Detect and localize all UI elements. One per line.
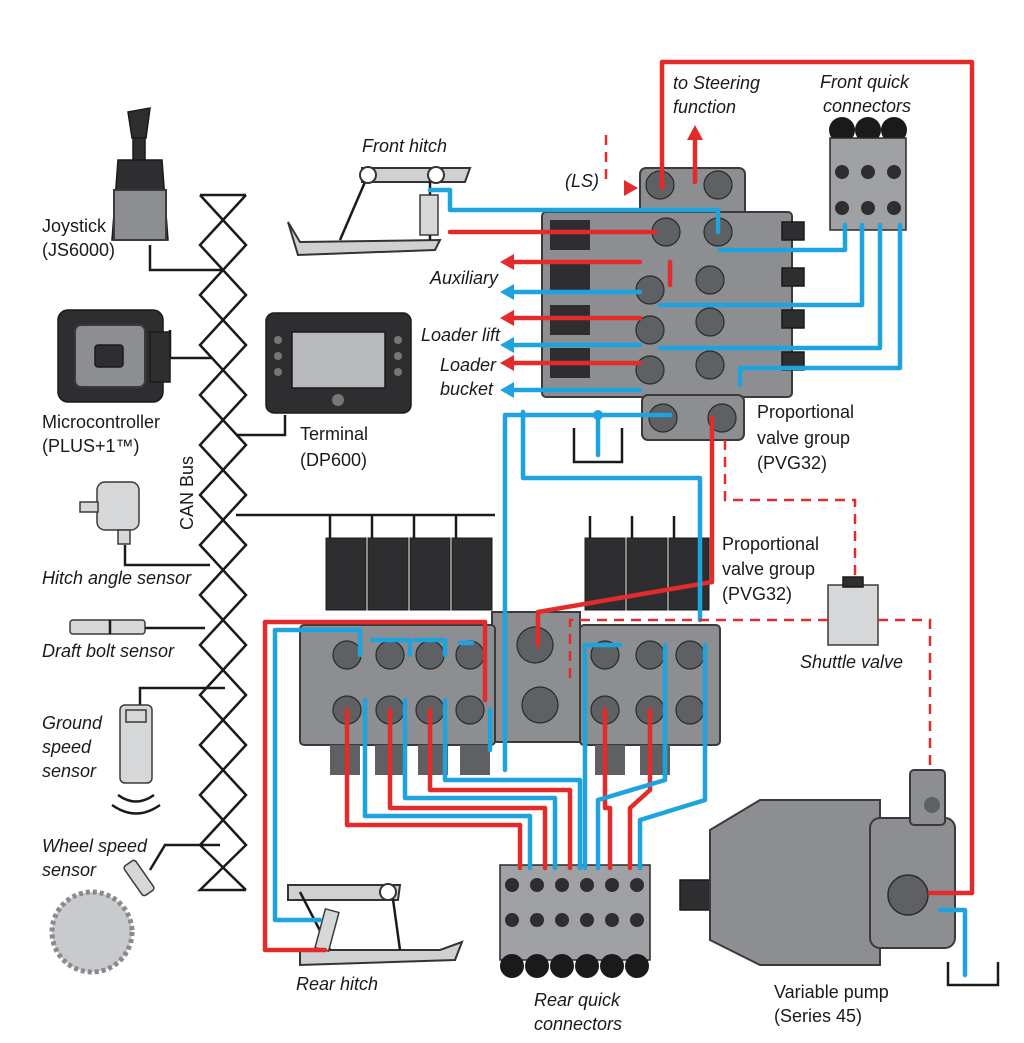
- ground-speed-sensor: [111, 704, 161, 815]
- pilot-lines: [568, 135, 932, 770]
- to-steering-label-1: to Steering: [673, 73, 760, 93]
- shuttle-valve-label: Shuttle valve: [800, 652, 903, 672]
- draft-bolt-sensor-label: Draft bolt sensor: [42, 641, 175, 661]
- front-quick-connectors-label-1: Front quick: [820, 72, 910, 92]
- joystick: [111, 107, 169, 241]
- microcontroller-model: (PLUS+1™): [42, 436, 140, 456]
- shuttle-valve: [827, 576, 879, 646]
- front-quick-connectors: [829, 117, 907, 231]
- auxiliary-label: Auxiliary: [429, 268, 499, 288]
- front-hitch: [287, 166, 472, 257]
- rear-quick-connectors-label-2: connectors: [534, 1014, 622, 1034]
- tank-junction: [593, 410, 603, 420]
- tank-pump: [946, 962, 1000, 987]
- rear-hitch-label: Rear hitch: [296, 974, 378, 994]
- hitch-angle-sensor: [79, 481, 140, 545]
- wheel-speed-sensor: [49, 859, 155, 975]
- tank-top: [572, 428, 624, 464]
- ground-speed-sensor-label-2: speed: [42, 737, 92, 757]
- ground-speed-sensor-label-3: sensor: [42, 761, 97, 781]
- loader-bucket-label-1: Loader: [440, 355, 497, 375]
- pvg-top-label-1: Proportional: [757, 402, 854, 422]
- joystick-model: (JS6000): [42, 240, 115, 260]
- pressure-lines: [262, 59, 975, 953]
- rear-hitch: [287, 883, 464, 967]
- draft-bolt-sensor: [69, 619, 146, 635]
- ls-label: (LS): [565, 171, 599, 191]
- rear-quick-connectors: [499, 864, 651, 978]
- hitch-angle-sensor-label: Hitch angle sensor: [42, 568, 192, 588]
- terminal-model: (DP600): [300, 450, 367, 470]
- pvg-top-label-3: (PVG32): [757, 453, 827, 473]
- front-hitch-label: Front hitch: [362, 136, 447, 156]
- top-valve-group: [541, 167, 805, 441]
- pvg-bottom-label-2: valve group: [722, 559, 815, 579]
- pvg-top-label-2: valve group: [757, 428, 850, 448]
- loader-lift-label: Loader lift: [421, 325, 501, 345]
- variable-pump-model: (Series 45): [774, 1006, 862, 1026]
- return-arrows: [500, 284, 514, 398]
- joystick-label: Joystick: [42, 216, 107, 236]
- wheel-speed-sensor-label-2: sensor: [42, 860, 97, 880]
- front-quick-connectors-label-2: connectors: [823, 96, 911, 116]
- can-bus-cable: [196, 193, 248, 892]
- pvg-bottom-label-1: Proportional: [722, 534, 819, 554]
- variable-pump: [679, 769, 956, 966]
- can-bus-label: CAN Bus: [177, 456, 197, 530]
- pvg-bottom-label-3: (PVG32): [722, 584, 792, 604]
- microcontroller: [57, 309, 171, 403]
- terminal-label: Terminal: [300, 424, 368, 444]
- return-lines: [272, 187, 968, 978]
- microcontroller-label: Microcontroller: [42, 412, 160, 432]
- pressure-arrows: [500, 125, 703, 371]
- rear-quick-connectors-label-1: Rear quick: [534, 990, 621, 1010]
- variable-pump-label: Variable pump: [774, 982, 889, 1002]
- ground-speed-sensor-label-1: Ground: [42, 713, 103, 733]
- to-steering-label-2: function: [673, 97, 736, 117]
- wheel-speed-sensor-label-1: Wheel speed: [42, 836, 148, 856]
- terminal-display: [265, 312, 412, 414]
- loader-bucket-label-2: bucket: [440, 379, 494, 399]
